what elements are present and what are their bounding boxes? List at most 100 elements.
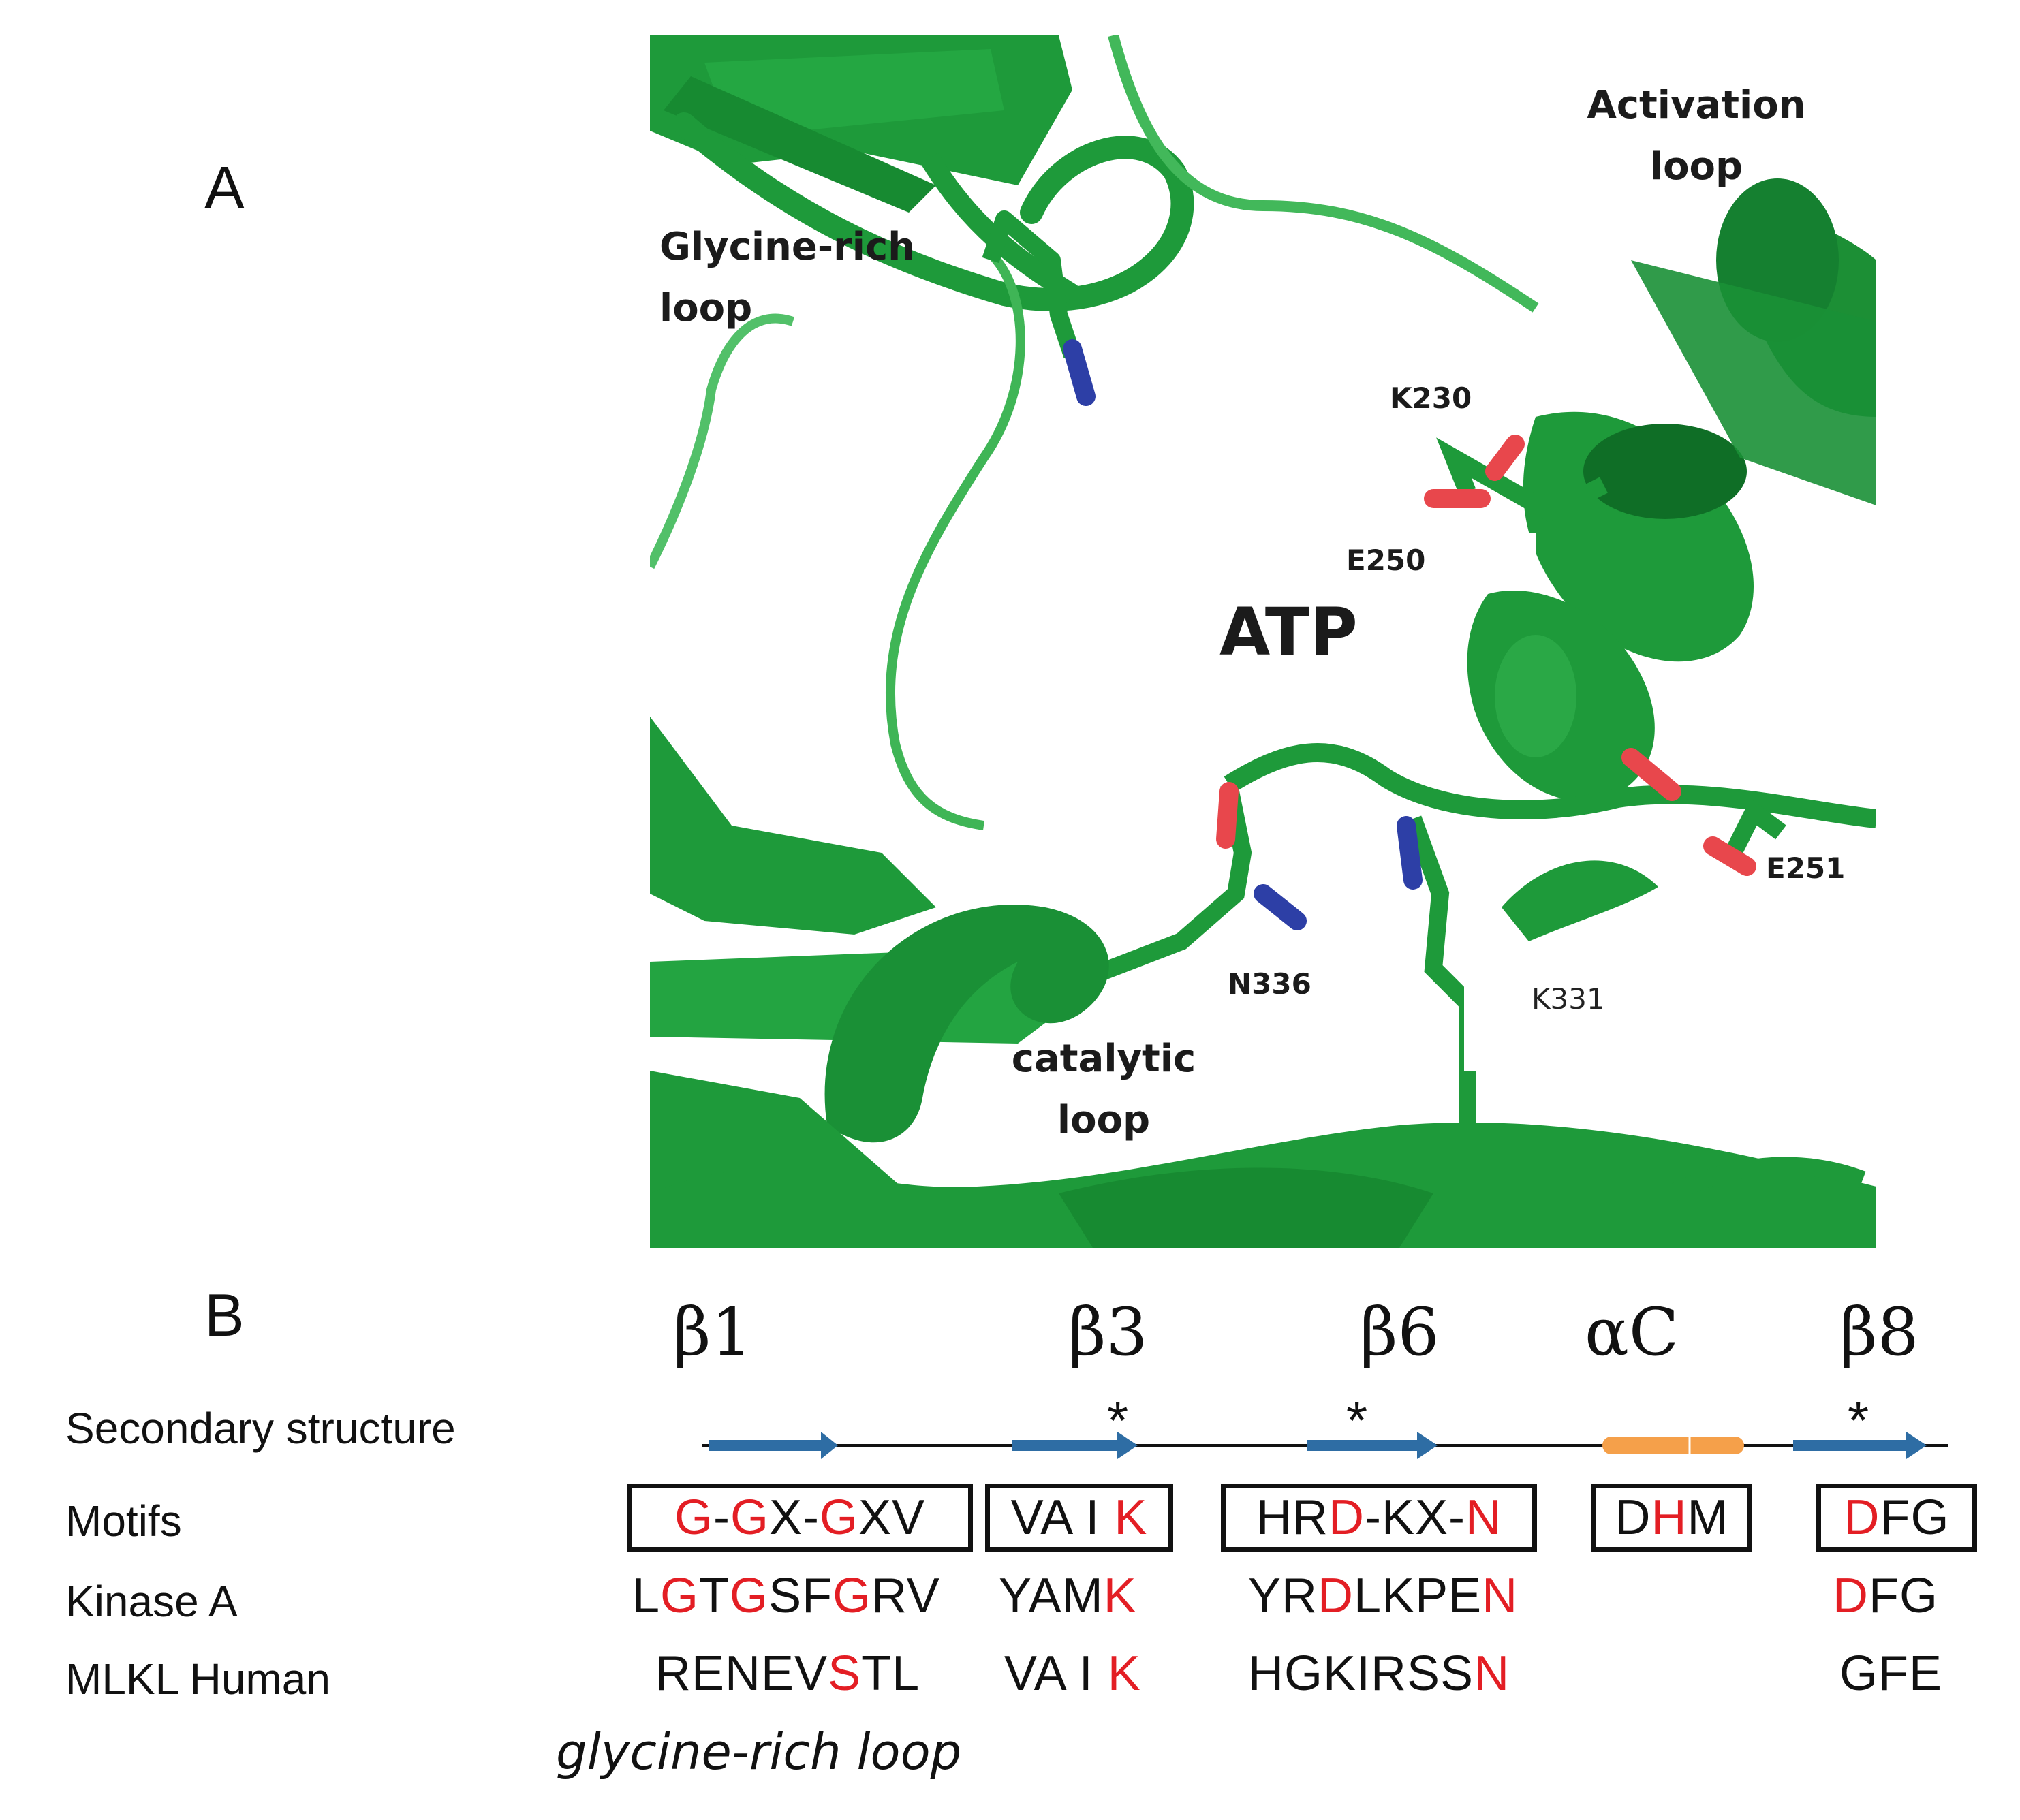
mlkl-seq-beta8: GFE — [1839, 1646, 1942, 1701]
motif-box-beta8: DFG — [1816, 1484, 1977, 1552]
residue-segment: -KX- — [1365, 1490, 1465, 1545]
central-loop-tube — [886, 250, 1025, 830]
motif-box-beta3: VA I K — [985, 1484, 1173, 1552]
motif-box-beta6: HRD-KX-N — [1221, 1484, 1537, 1552]
highlighted-residue: N — [1465, 1490, 1502, 1545]
highlighted-residue: G — [833, 1569, 872, 1623]
helix-alphaC — [1602, 1437, 1744, 1454]
highlighted-residue: G — [660, 1569, 700, 1623]
ss-label-beta6: β6 — [1360, 1294, 1440, 1370]
strand-arrow-beta3 — [1012, 1432, 1138, 1459]
highlighted-residue: G — [819, 1490, 858, 1545]
e251-oxygen-1 — [1621, 748, 1681, 801]
e250-label: E250 — [1346, 544, 1426, 577]
catalytic-loop-label: catalytic loop — [1011, 1037, 1196, 1142]
mlkl-seq-beta6: HGKIRSSN — [1248, 1646, 1510, 1701]
n336-label: N336 — [1228, 967, 1311, 1001]
activation-loop-tube — [1108, 35, 1539, 313]
panel-b-letter: B — [204, 1281, 245, 1349]
residue-segment: VA I — [1004, 1646, 1108, 1701]
residue-segment: TL — [861, 1646, 920, 1701]
residue-segment: RENEV — [655, 1646, 828, 1701]
glycine-rich-loop-label: Glycine-rich loop — [659, 225, 916, 330]
row-label-secondary-structure: Secondary structure — [65, 1404, 456, 1453]
motif-beta3: VA I K — [1011, 1490, 1148, 1546]
residue-segment: RV — [871, 1569, 940, 1623]
residue-segment: X- — [768, 1490, 820, 1545]
residue-segment: XV — [858, 1490, 926, 1545]
panel-a-letter: A — [204, 154, 245, 221]
residue-segment: VA I — [1010, 1490, 1115, 1545]
strand-arrow-beta8 — [1793, 1432, 1927, 1459]
motif-alphaC: DHM — [1615, 1490, 1729, 1546]
mlkl-seq-beta3: VA I K — [1004, 1646, 1141, 1701]
residue-segment: L — [632, 1569, 661, 1623]
residue-segment: D — [1615, 1490, 1651, 1545]
protein-structure-image — [650, 35, 1876, 1248]
residue-segment: M — [1687, 1490, 1729, 1545]
highlighted-residue: D — [1328, 1490, 1365, 1545]
residue-segment: YAM — [999, 1569, 1104, 1623]
highlighted-residue: G — [674, 1490, 713, 1545]
motif-box-beta1: G-GX-GXV — [627, 1484, 973, 1552]
ss-label-beta8: β8 — [1839, 1294, 1919, 1370]
k230-nitrogen — [1063, 339, 1096, 406]
highlighted-residue: G — [730, 1490, 769, 1545]
kinase-a-seq-beta6: YRDLKPEN — [1248, 1568, 1518, 1624]
residue-segment: T — [699, 1569, 730, 1623]
beta-sheet-lower-left — [650, 717, 936, 935]
highlighted-residue: D — [1844, 1490, 1880, 1545]
activation-loop-label: Activation loop — [1587, 83, 1806, 189]
row-label-motifs: Motifs — [65, 1496, 182, 1546]
atp-label: ATP — [1219, 594, 1358, 670]
secondary-structure-track — [702, 1432, 1948, 1459]
kinase-a-seq-beta3: YAMK — [999, 1568, 1137, 1624]
backbone-middle — [1224, 743, 1876, 828]
n336-oxygen — [1216, 782, 1239, 849]
mlkl-seq-beta1: RENEVSTL — [655, 1646, 920, 1701]
protein-cartoon-render — [650, 35, 1876, 1248]
residue-segment: FG — [1880, 1490, 1950, 1545]
e251-oxygen-2 — [1703, 836, 1756, 876]
e250-oxygen-2 — [1485, 435, 1525, 481]
residue-segment: HR — [1256, 1490, 1328, 1545]
highlighted-residue: H — [1651, 1490, 1688, 1545]
ss-label-alphaC: αC — [1585, 1294, 1679, 1370]
glycine-rich-loop-tube — [672, 112, 1194, 311]
highlighted-residue: D — [1318, 1569, 1354, 1623]
highlighted-residue: K — [1103, 1569, 1137, 1623]
k331-nitrogen — [1397, 816, 1423, 890]
motif-beta6: HRD-KX-N — [1256, 1490, 1502, 1546]
n336-nitrogen — [1254, 884, 1307, 930]
residue-segment: - — [713, 1490, 730, 1545]
residue-segment: LKPE — [1354, 1569, 1482, 1623]
glycine-rich-loop-caption: glycine-rich loop — [556, 1723, 962, 1780]
residue-segment: YR — [1248, 1569, 1318, 1623]
row-label-mlkl-human: MLKL Human — [65, 1654, 330, 1704]
highlighted-residue: S — [828, 1646, 862, 1701]
ss-label-beta1: β1 — [673, 1294, 753, 1370]
k230-label: K230 — [1390, 381, 1472, 415]
row-label-kinase-a: Kinase A — [65, 1577, 238, 1626]
residue-segment: SF — [768, 1569, 833, 1623]
highlighted-residue: D — [1833, 1569, 1869, 1623]
kinase-a-seq-beta1: LGTGSFGRV — [632, 1568, 940, 1624]
strand-arrow-beta6 — [1307, 1432, 1438, 1459]
residue-segment: GFE — [1839, 1646, 1943, 1701]
residue-segment: FG — [1869, 1569, 1938, 1623]
e251-label: E251 — [1766, 851, 1846, 885]
catalytic-helix — [824, 905, 1109, 1143]
motif-box-alphaC: DHM — [1591, 1484, 1752, 1552]
kinase-a-seq-beta8: DFG — [1833, 1568, 1938, 1624]
motif-beta8: DFG — [1844, 1490, 1950, 1546]
highlighted-residue: N — [1474, 1646, 1510, 1701]
strand-arrow-beta1 — [709, 1432, 838, 1459]
motif-beta1: G-GX-GXV — [674, 1490, 925, 1546]
k331-label: K331 — [1532, 982, 1605, 1016]
highlighted-residue: K — [1114, 1490, 1148, 1545]
highlighted-residue: N — [1482, 1569, 1519, 1623]
highlighted-residue: K — [1107, 1646, 1141, 1701]
highlighted-residue: G — [730, 1569, 769, 1623]
residue-segment: HGKIRSS — [1248, 1646, 1474, 1701]
ss-label-beta3: β3 — [1068, 1294, 1148, 1370]
